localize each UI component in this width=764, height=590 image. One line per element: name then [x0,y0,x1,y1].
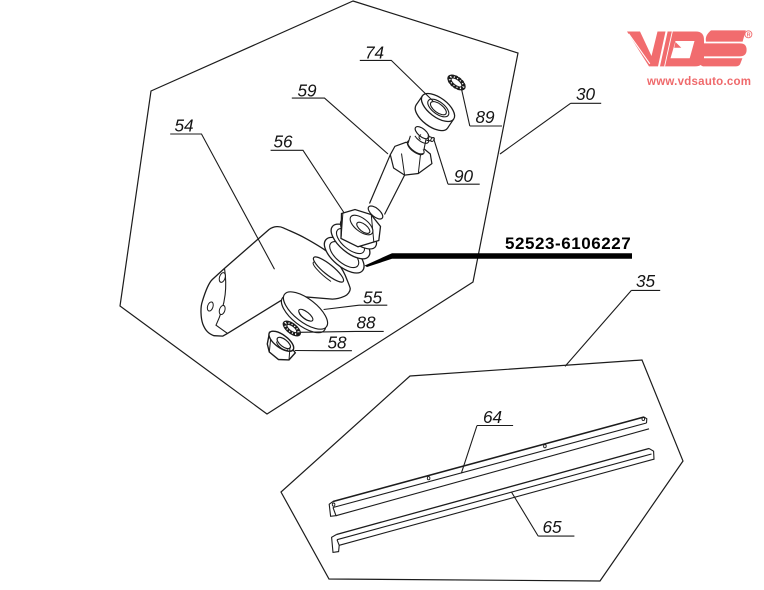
svg-text:56: 56 [274,132,294,152]
svg-text:R: R [747,33,751,39]
svg-text:www.vdsauto.com: www.vdsauto.com [646,76,751,88]
svg-text:55: 55 [363,288,383,308]
svg-text:58: 58 [328,332,348,352]
svg-text:89: 89 [476,107,496,127]
svg-text:65: 65 [543,517,563,537]
svg-text:54: 54 [175,115,194,135]
svg-text:59: 59 [298,80,318,100]
svg-text:88: 88 [357,312,377,332]
svg-text:74: 74 [365,43,384,63]
svg-text:90: 90 [454,166,474,186]
svg-text:30: 30 [576,84,596,104]
svg-text:35: 35 [636,271,656,291]
svg-text:64: 64 [483,407,502,427]
svg-text:52523-6106227: 52523-6106227 [505,234,631,253]
